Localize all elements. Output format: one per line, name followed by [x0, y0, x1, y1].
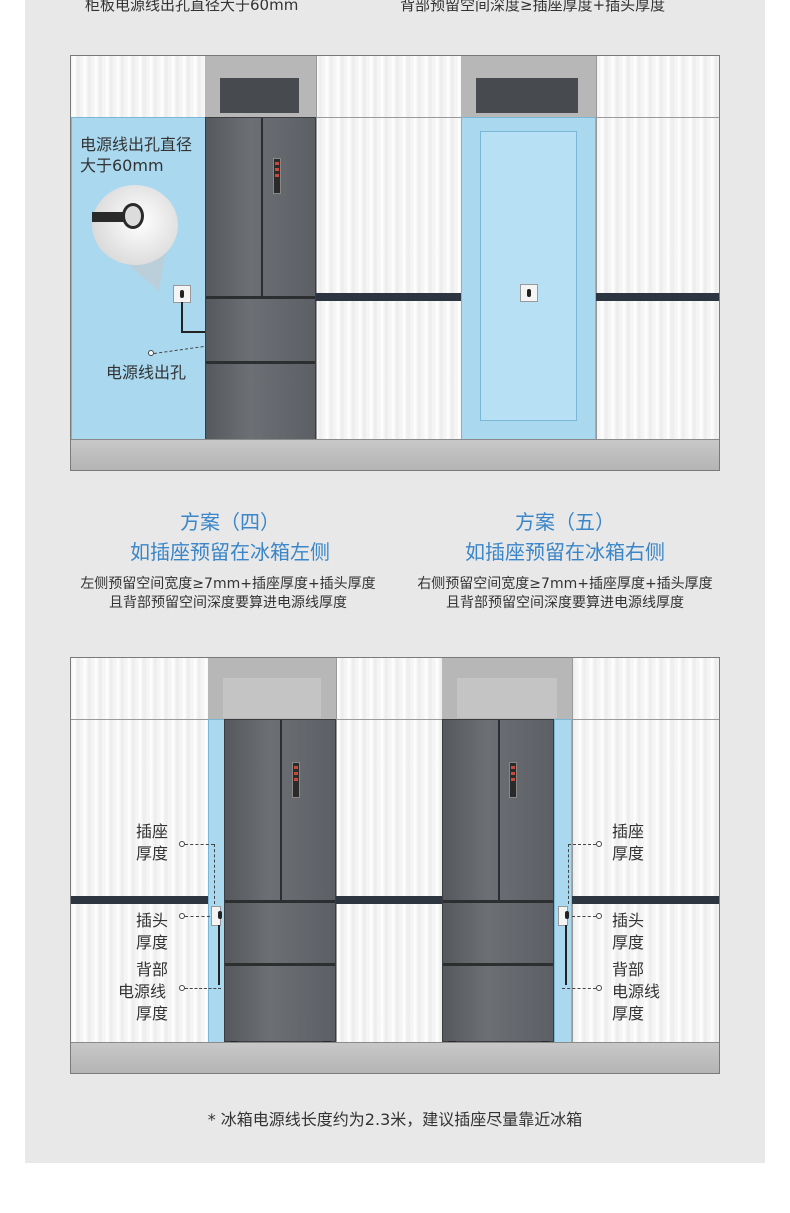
plan-4-subtitle: 如插座预留在冰箱左侧 [130, 540, 330, 564]
right-socket-label-1: 插座 [612, 822, 645, 841]
footnote: * 冰箱电源线长度约为2.3米，建议插座尽量靠近冰箱 [207, 1110, 583, 1129]
right-cable-label-2: 电源线 [612, 982, 661, 1001]
plan-5-subtitle: 如插座预留在冰箱右侧 [465, 540, 665, 564]
plan-5-title: 方案（五） [515, 510, 615, 534]
fridge-plan-5 [442, 719, 554, 1047]
plan-4-title: 方案（四） [180, 510, 280, 534]
left-socket-label-2: 厚度 [136, 844, 169, 863]
installation-scene-top [70, 55, 720, 471]
left-plug-label-1: 插头 [136, 911, 169, 930]
right-plug-label-2: 厚度 [612, 933, 645, 952]
hole-diameter-label-line1: 电源线出孔直径 [80, 135, 193, 154]
fridge-plan-4 [224, 719, 336, 1047]
hole-diameter-label-line2: 大于60mm [80, 156, 164, 175]
left-socket-label-1: 插座 [136, 822, 169, 841]
right-cable-label-1: 背部 [612, 960, 645, 979]
right-socket-label-2: 厚度 [612, 844, 645, 863]
left-cable-label-1: 背部 [136, 960, 169, 979]
installation-scene-bottom [70, 657, 720, 1074]
plan-4-desc-line1: 左侧预留空间宽度≥7mm+插座厚度+插头厚度 [80, 576, 376, 592]
left-cable-label-3: 厚度 [136, 1004, 169, 1023]
socket-plan-4 [211, 906, 222, 926]
top-left-caption: 柜板电源线出孔直径大于60mm [85, 0, 299, 14]
plan-5-desc-line2: 且背部预留空间深度要算进电源线厚度 [446, 595, 684, 611]
outlet-hole-label: 电源线出孔 [106, 363, 187, 382]
fridge-left [205, 117, 316, 440]
socket-plan-5 [558, 906, 569, 926]
left-plug-label-2: 厚度 [136, 933, 169, 952]
right-cable-label-3: 厚度 [612, 1004, 645, 1023]
left-cable-label-2: 电源线 [118, 982, 167, 1001]
right-plug-label-1: 插头 [612, 911, 645, 930]
power-socket-right-scene1 [520, 284, 538, 302]
plan-4-desc-line2: 且背部预留空间深度要算进电源线厚度 [109, 595, 347, 611]
power-outlet-hole [173, 285, 191, 303]
plan-5-desc-line1: 右侧预留空间宽度≥7mm+插座厚度+插头厚度 [417, 576, 713, 592]
top-right-caption: 背部预留空间深度≥插座厚度+插头厚度 [400, 0, 666, 14]
